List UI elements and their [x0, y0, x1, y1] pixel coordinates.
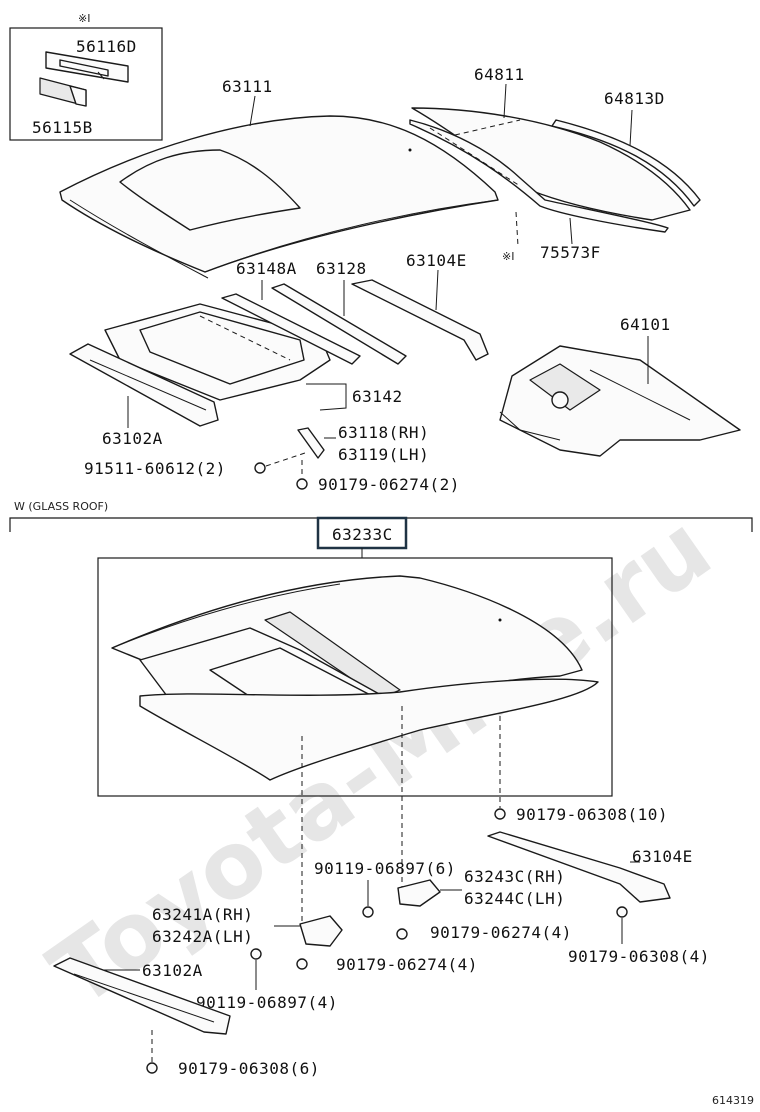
- leader-64811: [503, 83, 507, 119]
- nut-90179-06308-4: [616, 906, 628, 918]
- label-63128: 63128: [316, 259, 367, 278]
- label-90179-06274-4a: 90179-06274(4): [430, 923, 572, 942]
- label-63104E-bottom: 63104E: [632, 847, 693, 866]
- label-63233C: 63233C: [332, 525, 393, 544]
- back-glass-64811: [409, 107, 701, 233]
- part-56115B-shape: [39, 77, 87, 107]
- leader-63104E-top: [435, 269, 439, 311]
- roof-panel-63111: [59, 115, 499, 279]
- rear-package-tray-64101: [499, 345, 741, 457]
- inset-frame: [9, 27, 163, 141]
- roof-reinforcement-63128: [271, 283, 407, 365]
- nut-90179-06274-4b: [296, 958, 308, 970]
- leader-bolt-91511: [265, 451, 309, 467]
- section-title-glass-roof: W (GLASS ROOF): [14, 500, 108, 513]
- label-64811: 64811: [474, 65, 525, 84]
- bolt-90119-06897-6: [362, 906, 374, 918]
- leader-note-2: [515, 211, 519, 247]
- label-63243C: 63243C(RH): [464, 867, 565, 886]
- assembly-frame-63233C: [97, 557, 613, 797]
- nut-90179-06308-10: [494, 808, 506, 820]
- nut-90179-06308-6: [146, 1062, 158, 1074]
- label-63242A: 63242A(LH): [152, 927, 253, 946]
- roof-reinforcement-63148A: [221, 293, 361, 365]
- leader-75573F: [569, 217, 573, 245]
- label-75573F: 75573F: [540, 243, 601, 262]
- front-header-63102A-bottom: [53, 957, 231, 1035]
- label-90119-06897-4: 90119-06897(4): [196, 993, 338, 1012]
- nut-90179-06274-4a: [396, 928, 408, 940]
- label-91511: 91511-60612(2): [84, 459, 226, 478]
- label-64101: 64101: [620, 315, 671, 334]
- label-63118: 63118(RH): [338, 423, 429, 442]
- label-63244C: 63244C(LH): [464, 889, 565, 908]
- diagram-id: 614319: [712, 1094, 754, 1107]
- bolt-91511: [254, 462, 266, 474]
- label-90179-06308-10: 90179-06308(10): [516, 805, 668, 824]
- label-63119: 63119(LH): [338, 445, 429, 464]
- label-63104E-top: 63104E: [406, 251, 467, 270]
- label-90179-06308-4: 90179-06308(4): [568, 947, 710, 966]
- bracket-63118: [297, 427, 325, 459]
- label-63111: 63111: [222, 77, 273, 96]
- label-63102A-top: 63102A: [102, 429, 163, 448]
- label-63102A-bottom: 63102A: [142, 961, 203, 980]
- label-90179-06274-4b: 90179-06274(4): [336, 955, 478, 974]
- front-header-63102A-top: [69, 343, 219, 427]
- roof-rail-63104E-top: [351, 279, 489, 361]
- label-56116D: 56116D: [76, 37, 137, 56]
- label-63233C-box: [316, 516, 408, 550]
- nut-90179-06274-top: [296, 478, 308, 490]
- glass-roof-assembly: [111, 575, 599, 781]
- leader-63142: [306, 383, 347, 411]
- label-90179-06274-2: 90179-06274(2): [318, 475, 460, 494]
- leader-63111: [249, 95, 256, 127]
- label-63142: 63142: [352, 387, 403, 406]
- leader-64813D: [629, 109, 633, 147]
- label-64813D: 64813D: [604, 89, 665, 108]
- label-63148A: 63148A: [236, 259, 297, 278]
- note-mark-2: ※Ⅰ: [502, 250, 514, 263]
- bracket-63243C: [397, 879, 441, 907]
- note-mark-1: ※Ⅰ: [78, 12, 90, 25]
- label-90119-06897-6: 90119-06897(6): [314, 859, 456, 878]
- label-56115B: 56115B: [32, 118, 93, 137]
- roof-rail-63104E-bottom: [487, 831, 671, 903]
- label-63241A: 63241A(RH): [152, 905, 253, 924]
- bolt-90119-06897-4: [250, 948, 262, 960]
- bracket-63241A: [299, 915, 343, 947]
- label-90179-06308-6: 90179-06308(6): [178, 1059, 320, 1078]
- part-56116D-shape: [45, 51, 129, 83]
